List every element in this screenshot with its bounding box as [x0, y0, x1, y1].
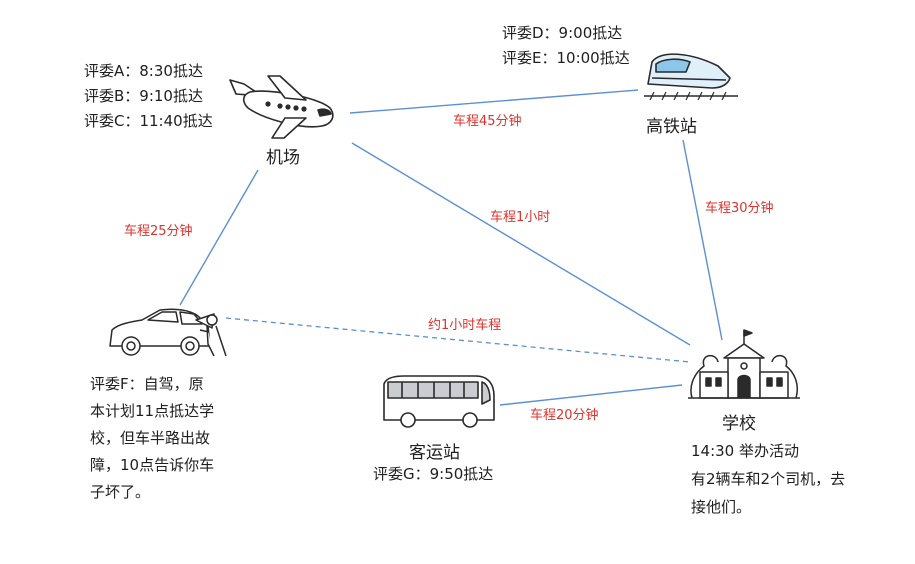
edge-label-car-school: 约1小时车程	[428, 318, 502, 333]
note-judge-a: 评委A：8:30抵达	[84, 62, 203, 80]
edge-label-bus-school: 车程20分钟	[530, 408, 599, 423]
note-judge-c: 评委C：11:40抵达	[84, 112, 213, 130]
airport-notes: 评委A：8:30抵达 评委B：9:10抵达 评委C：11:40抵达	[84, 59, 213, 134]
train-icon	[644, 53, 738, 101]
edge-airport-station	[349, 89, 639, 114]
edge-label-airport-car: 车程25分钟	[124, 224, 193, 239]
note-judge-e: 评委E：10:00抵达	[502, 49, 630, 67]
broken-car-icon	[109, 308, 227, 357]
station-notes: 评委D：9:00抵达 评委E：10:00抵达	[502, 21, 630, 71]
school-label: 学校	[722, 414, 756, 434]
edge-car-school	[225, 317, 691, 363]
airplane-icon	[229, 75, 334, 139]
school-note-line: 有2辆车和2个司机，去	[691, 470, 846, 488]
note-judge-d: 评委D：9:00抵达	[502, 24, 623, 42]
note-judge-b: 评委B：9:10抵达	[84, 87, 203, 105]
school-note-line: 14:30 举办活动	[691, 442, 799, 460]
car-note-line: 评委F：自驾，原	[90, 375, 204, 393]
edge-airport-car	[179, 169, 259, 306]
edge-label-airport-station: 车程45分钟	[453, 114, 522, 129]
bus-station-label: 客运站	[409, 443, 460, 463]
school-notes: 14:30 举办活动 有2辆车和2个司机，去 接他们。	[691, 437, 845, 521]
station-label: 高铁站	[646, 117, 697, 137]
car-notes: 评委F：自驾，原 本计划11点抵达学 校，但车半路出故 障，10点告诉你车 子坏…	[90, 371, 214, 506]
car-note-line: 子坏了。	[90, 483, 151, 501]
note-judge-g: 评委G：9:50抵达	[373, 465, 494, 483]
edge-airport-school	[351, 142, 691, 346]
airport-label: 机场	[266, 148, 300, 168]
school-note-line: 接他们。	[691, 498, 752, 516]
edge-station-school	[682, 139, 723, 341]
car-note-line: 校，但车半路出故	[90, 429, 211, 447]
car-note-line: 本计划11点抵达学	[90, 402, 215, 420]
car-note-line: 障，10点告诉你车	[90, 456, 215, 474]
bus-icon	[383, 375, 495, 428]
edge-label-station-school: 车程30分钟	[705, 201, 774, 216]
edge-bus-school	[499, 384, 683, 406]
school-icon	[688, 329, 800, 399]
edge-label-airport-school: 车程1小时	[490, 210, 551, 225]
